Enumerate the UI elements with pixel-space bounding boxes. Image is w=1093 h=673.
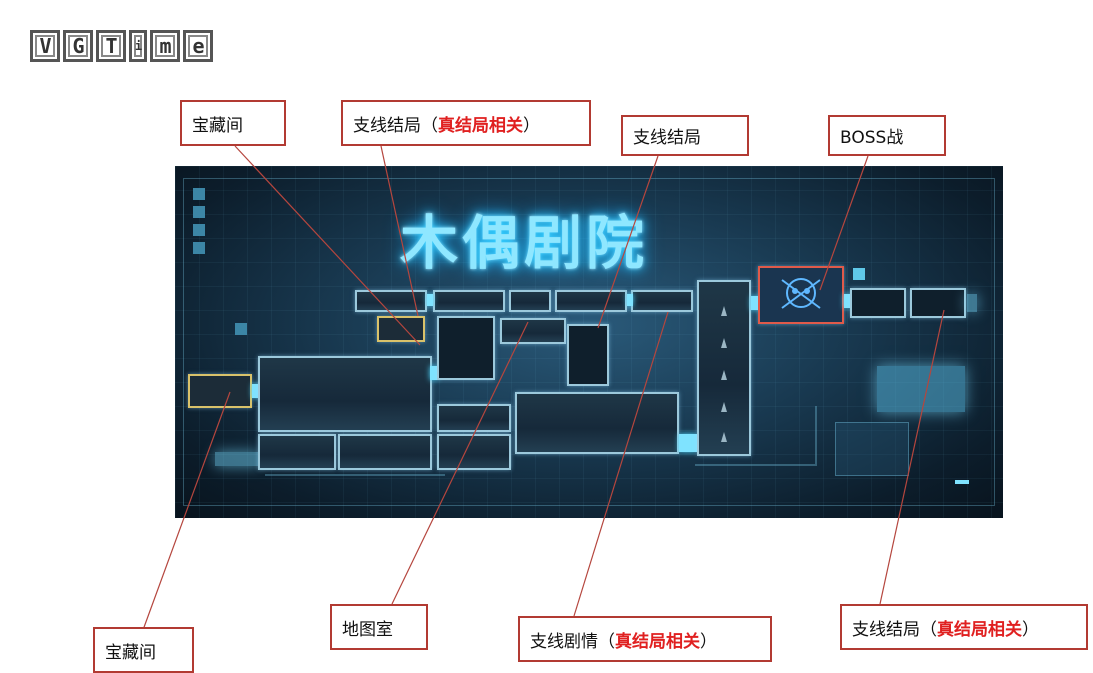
- callout-suffix: ）: [1022, 619, 1039, 640]
- room-mid-2[interactable]: [437, 434, 511, 470]
- logo-letter: G: [63, 30, 93, 62]
- room-right-2[interactable]: [910, 288, 966, 318]
- room-connector: [844, 294, 850, 308]
- hud-square: [853, 268, 865, 280]
- boss-skull-icon: [781, 278, 821, 309]
- room-connector: [427, 294, 433, 306]
- callout-map-room: 地图室: [330, 604, 428, 650]
- exit-glow: [967, 294, 977, 312]
- hud-square: [193, 224, 205, 236]
- callout-text: 支线结局（: [353, 115, 438, 136]
- entrance-glow: [215, 452, 260, 466]
- game-map: 木偶剧院: [175, 166, 1003, 518]
- callout-text: 支线结局（: [852, 619, 937, 640]
- callout-text: 支线剧情（: [530, 631, 615, 652]
- hud-square: [955, 480, 969, 484]
- callout-side-story-true: 支线剧情（真结局相关）: [518, 616, 772, 662]
- callout-text: 宝藏间: [192, 115, 243, 136]
- room-connector: [679, 434, 697, 452]
- callout-treasure-room-top: 宝藏间: [180, 100, 286, 146]
- callout-side-ending-true-1: 支线结局（真结局相关）: [341, 100, 591, 146]
- callout-highlight: 真结局相关: [438, 115, 523, 136]
- callout-suffix: ）: [523, 115, 540, 136]
- callout-text: 支线结局: [633, 128, 701, 148]
- callout-side-ending: 支线结局: [621, 115, 749, 156]
- room-lower-1[interactable]: [258, 434, 336, 470]
- callout-text: BOSS战: [840, 128, 904, 148]
- callout-text: 宝藏间: [105, 642, 156, 663]
- room-top-5[interactable]: [631, 290, 693, 312]
- logo-letter: T: [96, 30, 126, 62]
- room-connector: [252, 384, 260, 398]
- callout-highlight: 真结局相关: [615, 631, 700, 652]
- room-top-1[interactable]: [355, 290, 427, 312]
- vgtime-logo: V G T i m e: [30, 30, 213, 62]
- callout-side-ending-true-2: 支线结局（真结局相关）: [840, 604, 1088, 650]
- room-theater[interactable]: [515, 392, 679, 454]
- treasure-room-top[interactable]: [377, 316, 425, 342]
- info-glow: [877, 366, 965, 412]
- hud-square: [193, 188, 205, 200]
- room-top-4[interactable]: [555, 290, 627, 312]
- map-title: 木偶剧院: [400, 209, 649, 277]
- room-map-corridor[interactable]: [500, 318, 566, 344]
- room-top-2[interactable]: [433, 290, 505, 312]
- callout-treasure-room-bottom: 宝藏间: [93, 627, 194, 673]
- hud-square: [235, 323, 247, 335]
- hud-square: [193, 242, 205, 254]
- circuit-line: [815, 406, 817, 466]
- treasure-room-left[interactable]: [188, 374, 252, 408]
- logo-letter: i: [129, 30, 147, 62]
- room-lower-2[interactable]: [338, 434, 432, 470]
- room-shaft[interactable]: [437, 316, 495, 380]
- room-mid-1[interactable]: [437, 404, 511, 432]
- room-right-1[interactable]: [850, 288, 906, 318]
- hud-square: [193, 206, 205, 218]
- callout-suffix: ）: [700, 631, 717, 652]
- logo-letter: V: [30, 30, 60, 62]
- boss-room[interactable]: [758, 266, 844, 324]
- room-hall[interactable]: [258, 356, 432, 432]
- circuit-line: [695, 464, 815, 466]
- room-connector: [627, 294, 633, 306]
- logo-letter: m: [150, 30, 180, 62]
- callout-boss: BOSS战: [828, 115, 946, 156]
- logo-letter: e: [183, 30, 213, 62]
- info-panel: [835, 422, 909, 476]
- room-ladder-tower[interactable]: [697, 280, 751, 456]
- room-stair[interactable]: [567, 324, 609, 386]
- room-top-3[interactable]: [509, 290, 551, 312]
- room-connector: [751, 296, 759, 310]
- callout-text: 地图室: [342, 619, 393, 640]
- circuit-line: [265, 474, 445, 476]
- callout-highlight: 真结局相关: [937, 619, 1022, 640]
